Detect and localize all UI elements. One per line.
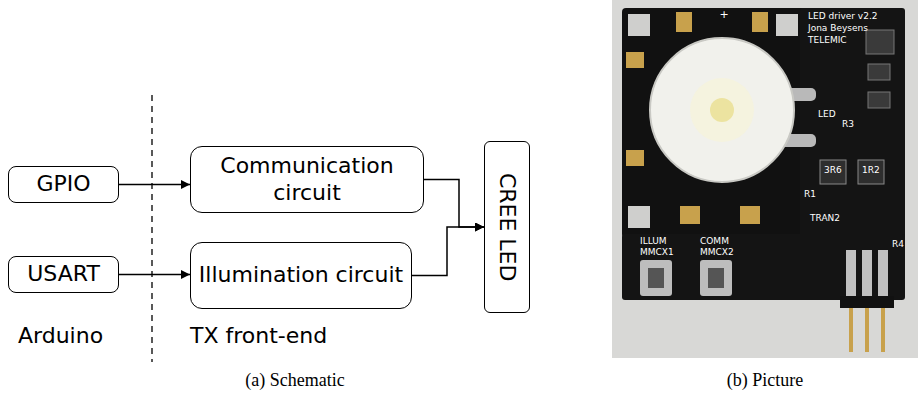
header-pin [881,308,885,352]
mount-hole [628,206,650,228]
connector-arrow [119,184,190,186]
mmcx-connector [640,260,672,296]
silkscreen-label: + [719,9,728,21]
driver-board [800,8,905,240]
header-pin [849,308,853,352]
box-label: USART [27,261,100,287]
process-box: Communication circuit [190,146,424,213]
led-lens [650,38,794,182]
led-board [622,8,806,238]
silkscreen-label: LED [818,110,836,120]
silkscreen-label: ILLUM [640,237,667,247]
connector-board [622,234,905,300]
divider-line [151,95,152,362]
header-pin [846,250,856,296]
pin-header [840,296,894,308]
silkscreen-label: 1R2 [862,166,880,176]
silkscreen-label: TRAN2 [810,214,840,224]
connector-arrow [412,227,484,276]
silkscreen-label: TELEMIC [808,36,847,46]
process-box: CREE LED [484,141,530,313]
caption-label: Arduino [18,324,103,348]
connector-arrow [424,180,484,228]
caption-label: (a) Schematic [245,371,344,391]
silkscreen-label: Jona Beysens [808,24,868,34]
mmcx-connector [708,268,724,288]
resistor-symbol [858,160,884,184]
box-label: Illumination circuit [199,262,403,288]
process-box: Illumination circuit [190,242,412,309]
box-label: Communication circuit [191,153,423,206]
connector-arrow [119,274,190,276]
resistor-symbol [820,160,846,184]
solder-pad [626,150,644,166]
mount-hole [776,14,798,36]
led-die [710,98,734,122]
solder-pad [676,12,692,32]
mmcx-connector [700,260,732,296]
solder-pad [626,52,644,68]
silkscreen-label: R3 [842,120,854,130]
silkscreen-label: LED driver v2.2 [808,12,877,22]
silkscreen-label: MMCX1 [640,248,674,258]
process-box: USART [8,256,119,293]
mmcx-connector [648,268,664,288]
silkscreen-label: R1 [804,190,816,200]
photo-background [612,0,918,358]
mount-hole [628,14,650,36]
silkscreen-label: R4 [892,240,904,250]
silkscreen-label: COMM [700,237,729,247]
smd-component [866,30,894,54]
smd-component [868,64,890,80]
header-pin [878,250,888,296]
box-label: GPIO [36,171,90,197]
header-pin [865,308,869,352]
pcb-photo [612,0,918,358]
solder-pad [752,12,768,32]
solder-pad [680,206,700,224]
led-lens-ring [690,78,754,142]
caption-label: (b) Picture [727,371,803,391]
process-box: GPIO [8,166,119,203]
box-label: CREE LED [494,173,520,282]
header-pin [862,250,872,296]
smd-component [868,92,890,108]
silkscreen-label: 3R6 [824,166,842,176]
solder-pad [740,206,760,224]
silkscreen-label: MMCX2 [700,248,734,258]
caption-label: TX front-end [190,324,327,348]
